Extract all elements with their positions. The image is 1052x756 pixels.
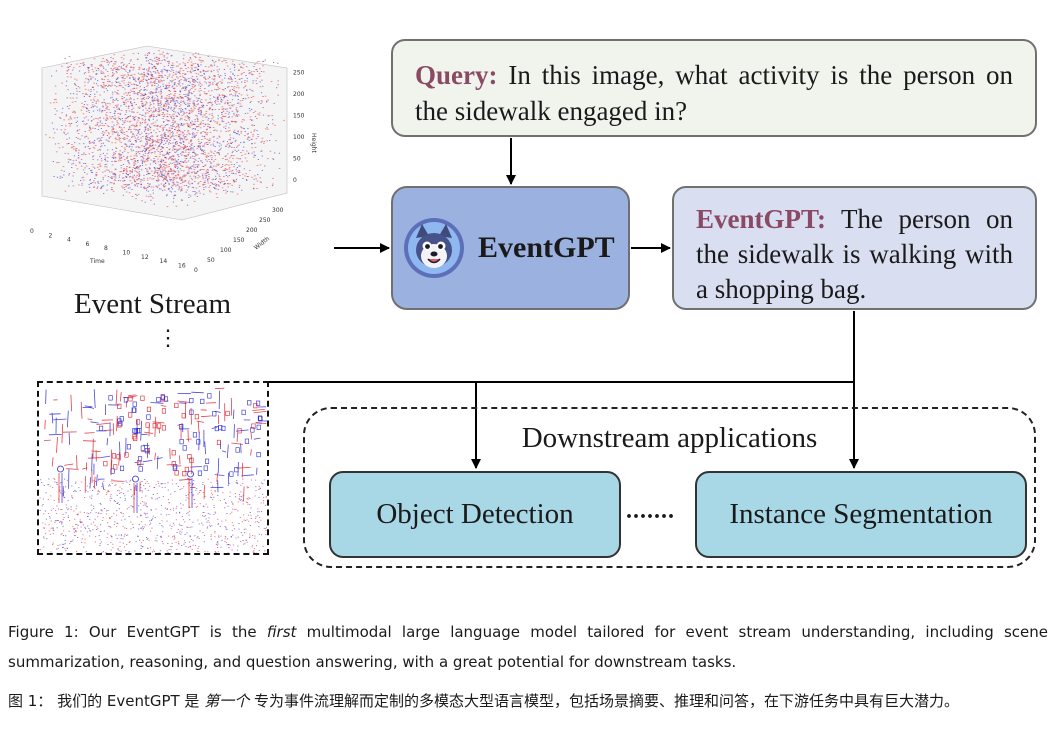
caption-english: Figure 1: Our EventGPT is the first mult…	[8, 617, 1048, 677]
event-stream-label: Event Stream	[74, 288, 232, 320]
height-tick: 50	[293, 156, 301, 163]
caption-zh-label: 图 1：	[8, 692, 53, 710]
answer-box: EventGPT: The person on the sidewalk is …	[672, 186, 1037, 310]
frame-edges	[39, 387, 267, 553]
width-tick: 250	[259, 217, 271, 224]
caption-en-before: Our EventGPT is the	[88, 623, 257, 641]
eventgpt-model-box: EventGPT	[391, 186, 630, 310]
caption-en-italic: first	[266, 623, 297, 641]
time-tick: 4	[67, 237, 71, 244]
answer-label: EventGPT:	[696, 204, 826, 234]
husky-mascot-icon	[404, 218, 464, 278]
instance-segmentation-box: Instance Segmentation	[695, 471, 1027, 558]
answer-text: The person on the sidewalk is walking wi…	[696, 204, 1014, 304]
width-tick: 150	[233, 237, 245, 244]
object-detection-box: Object Detection	[329, 471, 621, 558]
caption-zh-before: 我们的 EventGPT 是	[57, 692, 200, 710]
event-cube-svg: 0246810121416Time050100150200250300Width…	[30, 45, 317, 274]
task-ellipsis: .......	[626, 498, 675, 524]
height-tick: 100	[293, 134, 305, 141]
eventgpt-title: EventGPT	[478, 231, 615, 264]
height-tick: 250	[293, 70, 305, 77]
time-tick: 10	[123, 250, 131, 257]
height-tick: 150	[293, 113, 305, 120]
height-tick: 0	[293, 177, 297, 184]
caption-chinese: 图 1： 我们的 EventGPT 是 第一个 专为事件流理解而定制的多模态大型…	[8, 686, 1048, 716]
time-tick: 16	[178, 262, 186, 269]
query-text: In this image, what activity is the pers…	[415, 60, 1014, 126]
height-axis-label: Height	[310, 133, 317, 153]
width-tick: 0	[194, 267, 198, 274]
time-tick: 12	[141, 254, 149, 261]
time-axis-label: Time	[89, 258, 105, 265]
connector-arrows	[269, 138, 859, 469]
caption-zh-after: 专为事件流理解而定制的多模态大型语言模型，包括场景摘要、推理和问答，在下游任务中…	[254, 692, 960, 710]
query-box: Query: In this image, what activity is t…	[391, 39, 1037, 137]
width-tick: 300	[272, 207, 284, 214]
downstream-title: Downstream applications	[521, 422, 818, 454]
time-tick: 8	[104, 245, 108, 252]
time-tick: 0	[30, 228, 34, 235]
width-tick: 200	[246, 227, 258, 234]
time-tick: 2	[49, 232, 53, 239]
event-frame-image	[37, 381, 269, 555]
event-points	[45, 50, 285, 208]
time-tick: 14	[160, 258, 168, 265]
width-tick: 50	[207, 257, 215, 264]
downstream-frame	[303, 407, 1036, 568]
query-label: Query:	[415, 60, 498, 90]
height-tick: 200	[293, 91, 305, 98]
width-tick: 100	[220, 247, 232, 254]
caption-zh-italic: 第一个	[204, 692, 250, 710]
event-frame-svg	[39, 387, 267, 553]
caption-en-after: multimodal large language model tailored…	[8, 623, 1049, 671]
time-tick: 6	[86, 241, 90, 248]
caption-en-label: Figure 1:	[8, 623, 79, 641]
